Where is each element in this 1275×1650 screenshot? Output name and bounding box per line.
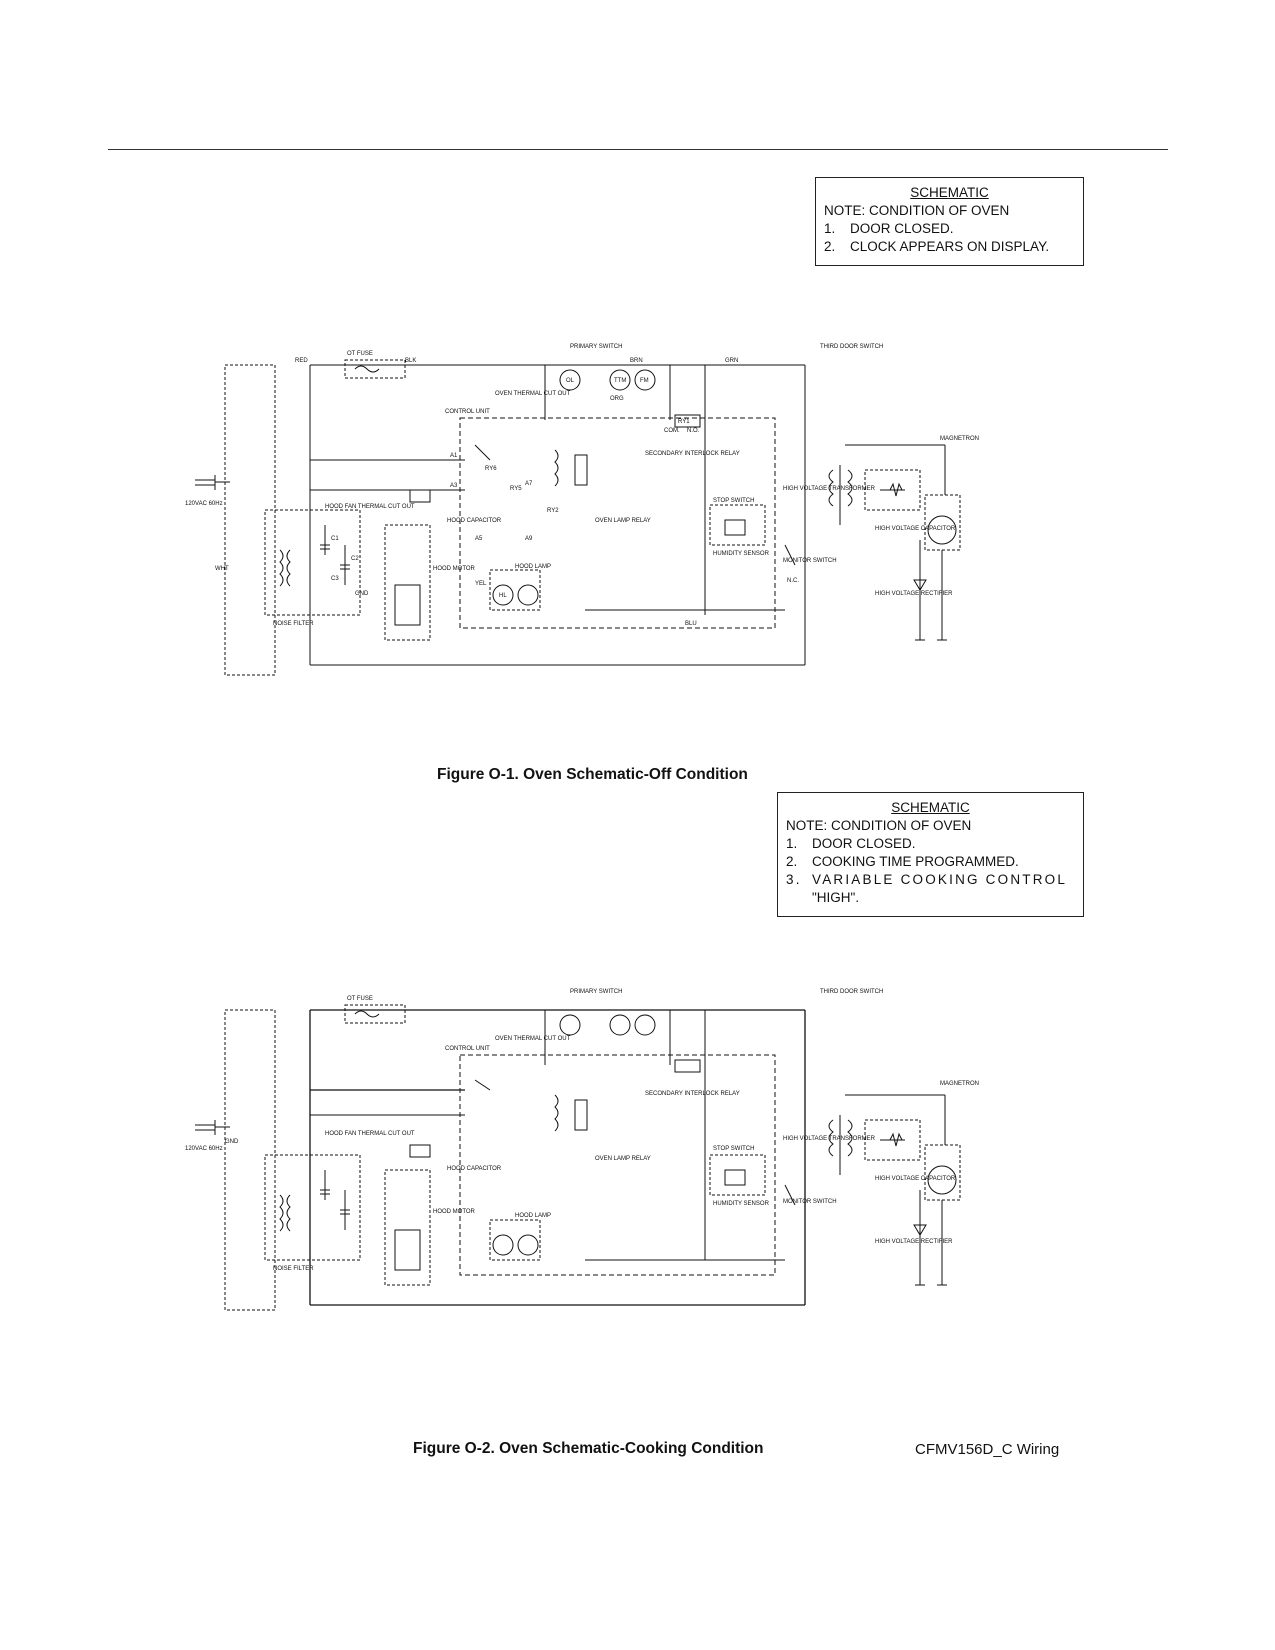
schematic-note-box-1: SCHEMATIC NOTE: CONDITION OF OVEN 1.DOOR… <box>815 177 1084 266</box>
label-wire-wht: WHT <box>215 566 229 572</box>
label-hood-motor: HOOD MOTOR <box>433 1209 476 1215</box>
label-c3: C3 <box>331 576 339 582</box>
note-title: SCHEMATIC <box>891 800 970 815</box>
note-title: SCHEMATIC <box>910 185 989 200</box>
label-hood-lamp: HOOD LAMP <box>515 1213 551 1219</box>
label-wire-blk: BLK <box>405 358 416 364</box>
label-no: N.O. <box>687 428 700 434</box>
label-com: COM. <box>664 428 680 434</box>
label-hood-capacitor: HOOD CAPACITOR <box>447 1166 502 1172</box>
label-a3: A3 <box>450 483 458 489</box>
label-third-door-switch: THIRD DOOR SWITCH <box>820 989 883 995</box>
schematic-note-box-2: SCHEMATIC NOTE: CONDITION OF OVEN 1.DOOR… <box>777 792 1084 917</box>
label-humidity-sensor: HUMIDITY SENSOR <box>713 551 770 557</box>
label-hv-capacitor: HIGH VOLTAGE CAPACITOR <box>875 1176 956 1182</box>
label-wire-grn: GRN <box>725 358 738 364</box>
label-wire-yel: YEL <box>475 581 487 587</box>
label-oven-thermal: OVEN THERMAL CUT OUT <box>495 1036 571 1042</box>
note-item: 1.DOOR CLOSED. <box>824 221 954 236</box>
label-noise-filter: NOISE FILTER <box>273 1266 314 1272</box>
label-c1: C1 <box>331 536 339 542</box>
label-magnetron: MAGNETRON <box>940 436 979 442</box>
label-secondary-interlock: SECONDARY INTERLOCK RELAY <box>645 1091 740 1097</box>
label-hv-transformer: HIGH VOLTAGE TRANSFORMER <box>783 1136 876 1142</box>
label-oven-lamp-relay: OVEN LAMP RELAY <box>595 518 651 524</box>
label-hood-fan-thermal: HOOD FAN THERMAL CUT OUT <box>325 1131 415 1137</box>
label-stop-switch: STOP SWITCH <box>713 1146 754 1152</box>
label-nc: N.C. <box>787 578 799 584</box>
label-noise-filter: NOISE FILTER <box>273 621 314 627</box>
label-monitor-switch: MONITOR SWITCH <box>783 558 837 564</box>
label-wire-org: ORG <box>610 396 624 402</box>
label-stop-switch: STOP SWITCH <box>713 498 754 504</box>
note-item: 2.CLOCK APPEARS ON DISPLAY. <box>824 239 1050 254</box>
label-oven-thermal: OVEN THERMAL CUT OUT <box>495 391 571 397</box>
label-oven-lamp-relay: OVEN LAMP RELAY <box>595 1156 651 1162</box>
note-heading: NOTE: CONDITION OF OVEN <box>786 818 972 833</box>
label-primary-switch: PRIMARY SWITCH <box>570 989 622 995</box>
label-hv-rectifier: HIGH VOLTAGE RECTIFIER <box>875 591 953 597</box>
note-item: 3.VARIABLE COOKING CONTROL <box>786 872 1068 887</box>
label-hood-capacitor: HOOD CAPACITOR <box>447 518 502 524</box>
label-supply: 120VAC 60Hz <box>185 501 223 507</box>
label-third-door-switch: THIRD DOOR SWITCH <box>820 344 883 350</box>
label-otfuse: OT FUSE <box>347 351 373 357</box>
figure-caption-2: Figure O-2. Oven Schematic-Cooking Condi… <box>413 1440 764 1457</box>
label-wire-blu: BLU <box>685 621 697 627</box>
label-fm: FM <box>640 378 649 384</box>
oven-schematic-off: OT FUSE PRIMARY SWITCH THIRD DOOR SWITCH… <box>185 344 979 676</box>
oven-schematic-cooking: OT FUSE PRIMARY SWITCH THIRD DOOR SWITCH… <box>185 989 979 1311</box>
label-humidity-sensor: HUMIDITY SENSOR <box>713 1201 770 1207</box>
label-ttm: TTM <box>614 378 626 384</box>
label-a9: A9 <box>525 536 533 542</box>
label-hv-rectifier: HIGH VOLTAGE RECTIFIER <box>875 1239 953 1245</box>
label-primary-switch: PRIMARY SWITCH <box>570 344 622 350</box>
label-monitor-switch: MONITOR SWITCH <box>783 1199 837 1205</box>
label-ol: OL <box>566 378 575 384</box>
label-wire-red: RED <box>295 358 308 364</box>
label-wire-brn: BRN <box>630 358 643 364</box>
label-ry1: RY1 <box>678 419 690 425</box>
label-supply: 120VAC 60Hz <box>185 1146 223 1152</box>
label-otfuse: OT FUSE <box>347 996 373 1002</box>
label-hood-fan-thermal: HOOD FAN THERMAL CUT OUT <box>325 504 415 510</box>
note-item: 1.DOOR CLOSED. <box>786 836 916 851</box>
label-control-unit: CONTROL UNIT <box>445 1046 490 1052</box>
label-gnd: GND <box>225 1139 239 1145</box>
note-item: 2.COOKING TIME PROGRAMMED. <box>786 854 1019 869</box>
label-hood-lamp: HOOD LAMP <box>515 564 551 570</box>
label-secondary-interlock: SECONDARY INTERLOCK RELAY <box>645 451 740 457</box>
label-a5: A5 <box>475 536 483 542</box>
document-code: CFMV156D_C Wiring <box>915 1441 1060 1458</box>
label-magnetron: MAGNETRON <box>940 1081 979 1087</box>
label-gnd: GND <box>355 591 369 597</box>
label-hv-capacitor: HIGH VOLTAGE CAPACITOR <box>875 526 956 532</box>
note-heading: NOTE: CONDITION OF OVEN <box>824 203 1010 218</box>
label-a1: A1 <box>450 453 458 459</box>
label-hl: HL <box>499 593 507 599</box>
label-ry5: RY5 <box>510 486 522 492</box>
label-ry6: RY6 <box>485 466 497 472</box>
label-control-unit: CONTROL UNIT <box>445 409 490 415</box>
figure-caption-1: Figure O-1. Oven Schematic-Off Condition <box>437 766 748 783</box>
label-ry2: RY2 <box>547 508 559 514</box>
label-hood-motor: HOOD MOTOR <box>433 566 476 572</box>
note-item: "HIGH". <box>812 890 860 905</box>
label-a7: A7 <box>525 481 533 487</box>
label-hv-transformer: HIGH VOLTAGE TRANSFORMER <box>783 486 876 492</box>
header-rule <box>108 149 1168 150</box>
label-c2: C2 <box>351 556 359 562</box>
